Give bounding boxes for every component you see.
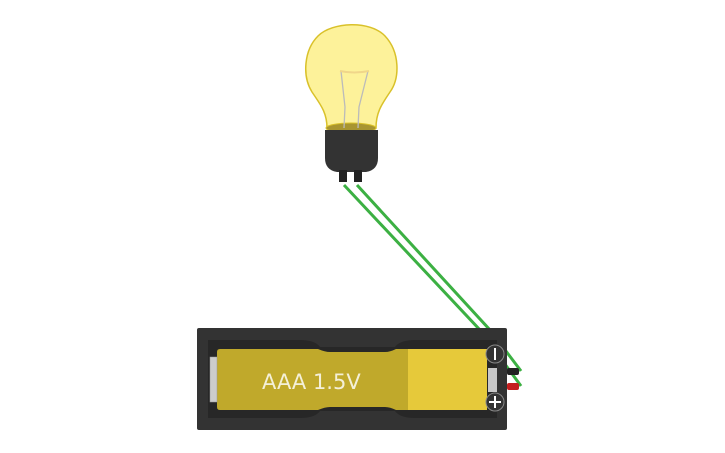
negative-terminal[interactable]: [485, 344, 505, 364]
light-bulb[interactable]: [305, 24, 398, 182]
bulb-base: [325, 130, 378, 172]
battery-cap: [408, 349, 487, 410]
black-lead[interactable]: [507, 368, 519, 375]
filament: [339, 70, 370, 74]
battery-body: [217, 349, 408, 410]
plus-icon: [489, 396, 501, 408]
bulb-pin-2[interactable]: [354, 170, 362, 182]
battery-label: AAA 1.5V: [262, 370, 361, 394]
bulb-pin-1[interactable]: [339, 170, 347, 182]
bulb-glass: [305, 24, 398, 129]
red-lead[interactable]: [507, 383, 519, 390]
filament-support: [340, 70, 369, 129]
battery-holder[interactable]: AAA 1.5V: [197, 328, 519, 430]
positive-terminal[interactable]: [485, 392, 505, 412]
positive-contact: [488, 368, 497, 392]
negative-spring: [209, 356, 218, 403]
